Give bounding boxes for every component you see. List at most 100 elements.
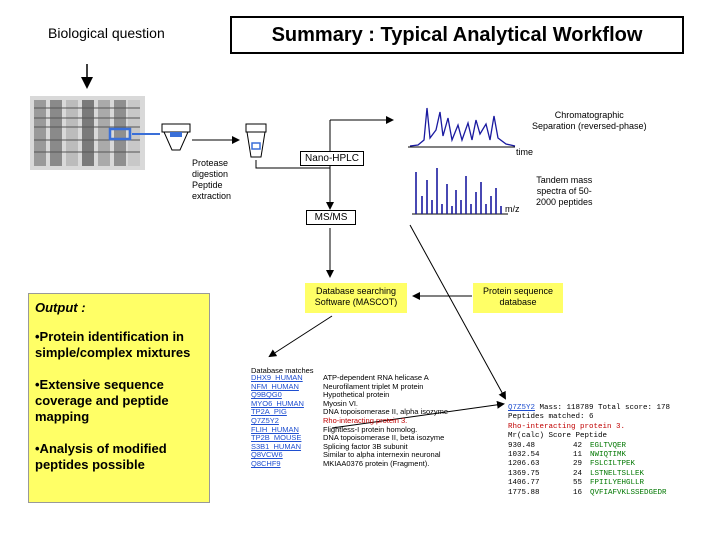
db-search-line-1: Database searching bbox=[315, 286, 397, 296]
tandem-label: Tandem mass spectra of 50- 2000 peptides bbox=[536, 175, 593, 208]
match-row: FLIH_HUMAN Flightless-I protein homolog. bbox=[251, 424, 483, 435]
protease-line-3: Peptide bbox=[192, 180, 223, 190]
peptide-row: 1032.54 11 NWIQTIMK bbox=[508, 451, 708, 460]
database-matches-header: Database matches bbox=[251, 366, 314, 375]
mz-axis-label: m/z bbox=[505, 204, 520, 214]
result-panel: Q7Z5Y2 Mass: 118789 Total score: 178 Pep… bbox=[508, 404, 708, 498]
match-row: Q9BQG0 Hypothetical protein bbox=[251, 391, 483, 400]
peptide-sequence: FPIILYEHGLLR bbox=[590, 479, 645, 488]
result-header: Q7Z5Y2 Mass: 118789 Total score: 178 bbox=[508, 404, 708, 413]
peptide-score: 11 bbox=[572, 451, 582, 460]
chrom-sep-line-2: Separation (reversed-phase) bbox=[532, 121, 647, 131]
nano-hplc-box: Nano-HPLC bbox=[300, 151, 364, 166]
protease-line-4: extraction bbox=[192, 191, 232, 201]
arrow-match-to-result bbox=[331, 400, 505, 429]
peptide-sequence: EGLTVQER bbox=[590, 441, 627, 450]
match-description: DNA topoisomerase II, beta isozyme bbox=[323, 433, 445, 443]
tandem-line-1: Tandem mass bbox=[536, 175, 593, 185]
match-row: Q8VCW6 Similar to alpha internexin neuron… bbox=[251, 451, 483, 460]
peptide-mr: 1032.54 bbox=[508, 451, 540, 460]
match-accession-link[interactable]: S3B1_HUMAN bbox=[251, 441, 302, 451]
peptide-mr: 1406.77 bbox=[508, 479, 540, 488]
msms-box: MS/MS bbox=[306, 210, 356, 225]
match-accession-link[interactable]: TP2A_PIG bbox=[251, 407, 287, 417]
match-description: Similar to alpha internexin neuronal bbox=[323, 450, 441, 460]
output-bullet-1: •Protein identification in simple/comple… bbox=[35, 329, 191, 360]
peptide-score: 24 bbox=[572, 469, 582, 478]
protease-line-1: Protease bbox=[192, 158, 229, 168]
peptide-sequence: NWIQTIMK bbox=[590, 451, 627, 460]
match-accession-link[interactable]: DHX9_HUMAN bbox=[251, 373, 303, 382]
match-accession-link[interactable]: TP2B_MOUSE bbox=[251, 433, 302, 443]
peptide-row: 1206.63 29 FSLCILTPEK bbox=[508, 460, 708, 469]
peptide-sequence: FSLCILTPEK bbox=[590, 460, 636, 469]
output-bullet-3: •Analysis of modified peptides possible bbox=[35, 441, 167, 472]
match-accession-link[interactable]: NFM_HUMAN bbox=[251, 381, 299, 391]
peptide-score: 42 bbox=[572, 441, 582, 450]
match-description: ATP-dependent RNA helicase A bbox=[323, 373, 429, 382]
protein-db-line-1: Protein sequence bbox=[482, 286, 554, 296]
match-description: Splicing factor 3B subunit bbox=[323, 441, 408, 451]
page-title-text: Summary : Typical Analytical Workflow bbox=[271, 23, 643, 46]
peptide-score: 55 bbox=[572, 479, 582, 488]
gel-image bbox=[30, 96, 145, 170]
result-accession-link[interactable]: Q7Z5Y2 bbox=[508, 404, 536, 412]
match-description: Hypothetical protein bbox=[323, 390, 390, 400]
output-bullet-2: •Extensive sequence coverage and peptide… bbox=[35, 377, 169, 424]
peptide-score: 29 bbox=[572, 460, 582, 469]
digest-tube-icon bbox=[245, 123, 267, 158]
time-axis-label: time bbox=[516, 147, 534, 157]
peptide-row: 930.48 42 EGLTVQER bbox=[508, 442, 708, 451]
protease-line-2: digestion bbox=[192, 169, 229, 179]
match-description: DNA topoisomerase II, alpha isozyme bbox=[323, 407, 449, 417]
peptide-mr: 1775.88 bbox=[508, 488, 540, 497]
result-columns: Mr(calc) Score Peptide bbox=[508, 432, 608, 441]
output-box: Output : •Protein identification in simp… bbox=[28, 293, 210, 503]
output-title: Output : bbox=[35, 300, 86, 315]
match-description: Neurofilament triplet M protein bbox=[323, 381, 424, 391]
tandem-line-2: spectra of 50- bbox=[536, 186, 592, 196]
match-accession-link[interactable]: Q8CHF9 bbox=[251, 458, 281, 468]
match-accession-link[interactable]: FLIH_HUMAN bbox=[251, 424, 299, 434]
match-row: MYO6_HUMAN Myosin VI. bbox=[251, 398, 483, 409]
match-description: Flightless-I protein homolog. bbox=[323, 424, 418, 434]
chromatogram-plot bbox=[408, 107, 516, 148]
match-row: DHX9_HUMAN ATP-dependent RNA helicase A bbox=[251, 373, 483, 383]
peptide-score: 16 bbox=[572, 488, 582, 497]
match-row: TP2B_MOUSE DNA topoisomerase II, beta iso… bbox=[251, 434, 483, 443]
peptide-mr: 1206.63 bbox=[508, 460, 540, 469]
db-search-line-2: Software (MASCOT) bbox=[314, 297, 398, 307]
result-peptides-matched: Peptides matched: 6 bbox=[508, 413, 594, 422]
match-row: NFM_HUMAN Neurofilament triplet M protein bbox=[251, 381, 483, 392]
chrom-sep-label: Chromatographic Separation (reversed-pha… bbox=[532, 110, 647, 132]
match-accession-link[interactable]: MYO6_HUMAN bbox=[251, 398, 304, 408]
msms-spectrum bbox=[412, 168, 508, 215]
peptide-mr: 930.48 bbox=[508, 441, 536, 450]
result-protein-name: Rho-interacting protein 3. bbox=[508, 422, 626, 431]
chrom-sep-line-1: Chromatographic bbox=[554, 110, 624, 120]
match-description: MKIAA0376 protein (Fragment). bbox=[323, 458, 430, 468]
result-mass-score: Mass: 118789 Total score: 178 bbox=[535, 404, 671, 412]
peptide-row: 1406.77 55 FPIILYEHGLLR bbox=[508, 479, 708, 488]
excised-band bbox=[108, 127, 132, 141]
database-search-box: Database searching Software (MASCOT) bbox=[305, 283, 407, 313]
match-accession-link[interactable]: Q8VCW6 bbox=[251, 450, 283, 460]
tube-icon bbox=[161, 123, 191, 151]
match-accession-link[interactable]: Q7Z5Y2 bbox=[251, 415, 279, 425]
match-accession-link[interactable]: Q9BQG0 bbox=[251, 390, 282, 400]
arrow-to-result bbox=[409, 224, 506, 400]
peptide-sequence: LSTNELTSLLEK bbox=[590, 469, 645, 478]
tandem-line-3: 2000 peptides bbox=[536, 197, 593, 207]
match-row: S3B1_HUMAN Splicing factor 3B subunit bbox=[251, 441, 483, 452]
protein-database-box: Protein sequence database bbox=[473, 283, 563, 313]
arrow-search-to-matches bbox=[268, 315, 333, 358]
biological-question-label: Biological question bbox=[48, 25, 165, 41]
tube-to-hplc-line bbox=[255, 160, 330, 169]
match-description: Myosin VI. bbox=[323, 398, 359, 408]
match-row: TP2A_PIG DNA topoisomerase II, alpha isoz… bbox=[251, 408, 483, 417]
